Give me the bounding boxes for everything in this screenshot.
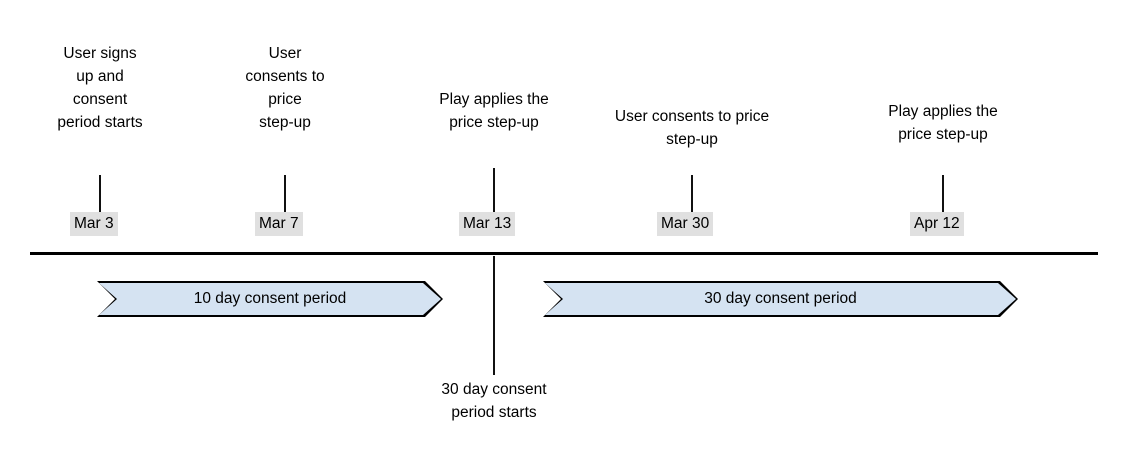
event-date-apr-12: Apr 12 — [910, 212, 964, 236]
event-tick-mar-3 — [99, 175, 101, 213]
period-bar-30-day-label: 30 day consent period — [704, 290, 857, 307]
event-caption-mar-13: Play applies the price step-up — [439, 91, 549, 131]
event-caption-mar-3: User signs up and consent period starts — [57, 45, 143, 131]
period-bar-30-day[interactable]: 30 day consent period — [545, 283, 1016, 315]
event-tick-mar-7 — [284, 175, 286, 213]
event-date-mar-7: Mar 7 — [255, 212, 303, 236]
event-tick-apr-12 — [942, 175, 944, 213]
event-caption-mar-7: User consents to price step-up — [245, 45, 325, 131]
event-caption-mar-30: User consents to price step-up — [614, 108, 770, 148]
event-date-mar-13: Mar 13 — [459, 212, 516, 236]
timeline-axis — [30, 252, 1098, 255]
period-bar-10-day[interactable]: 10 day consent period — [99, 283, 441, 315]
period-bar-10-day-label: 10 day consent period — [193, 290, 347, 307]
event-date-mar-3: Mar 3 — [70, 212, 118, 236]
annotation-30-day-start: 30 day consent period starts — [441, 381, 547, 421]
event-date-mar-30: Mar 30 — [657, 212, 714, 236]
event-tick-mar-30 — [691, 175, 693, 213]
annotation-connector-30-day-start — [493, 256, 495, 375]
event-tick-mar-13 — [493, 168, 495, 213]
event-caption-apr-12: Play applies the price step-up — [888, 103, 998, 143]
